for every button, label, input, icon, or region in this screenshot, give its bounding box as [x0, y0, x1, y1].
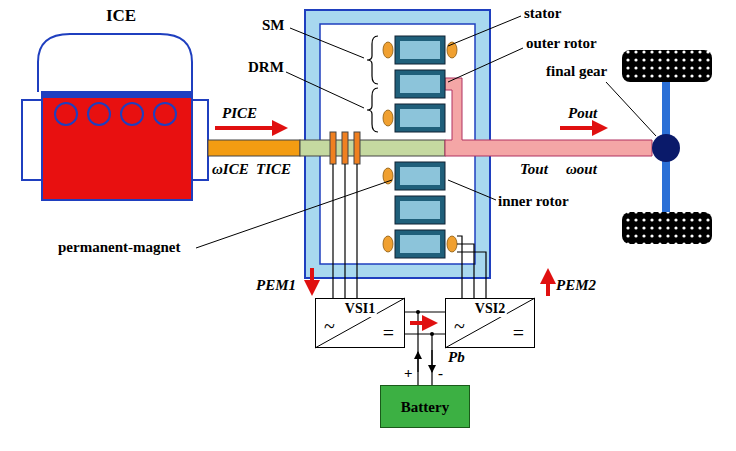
terminal-sign: -	[438, 364, 443, 382]
ac-symbol: ~	[454, 315, 465, 338]
part-label: stator	[524, 4, 562, 22]
speed-symbol: ωICE	[212, 160, 249, 178]
inverter-box: VSI2 ~ =	[445, 298, 535, 348]
part-label: final gear	[546, 62, 607, 80]
battery-box: Battery	[380, 385, 470, 428]
power-symbol: Pout	[568, 104, 597, 122]
power-symbol: PICE	[222, 104, 257, 122]
speed-symbol: ωout	[566, 160, 597, 178]
terminal-sign: +	[404, 364, 413, 382]
inverter-box: VSI1 ~ =	[315, 298, 405, 348]
inverter-label: VSI2	[473, 301, 507, 317]
dc-symbol: =	[383, 322, 394, 345]
dc-symbol: =	[513, 322, 524, 345]
ac-symbol: ~	[324, 315, 335, 338]
dc-link-wire	[405, 311, 445, 312]
battery-label: Battery	[401, 398, 449, 415]
inverter-label: VSI1	[343, 301, 377, 317]
node-title: ICE	[20, 6, 222, 26]
torque-symbol: TICE	[256, 160, 291, 178]
torque-symbol: Tout	[520, 160, 548, 178]
power-symbol: Pb	[448, 348, 465, 366]
machine-label: DRM	[248, 58, 284, 76]
power-symbol: PEM1	[256, 276, 296, 294]
engine-block: ICE	[20, 2, 222, 30]
power-symbol: PEM2	[556, 276, 596, 294]
machine-label: SM	[262, 16, 285, 34]
part-label: outer rotor	[526, 34, 597, 52]
part-label: inner rotor	[498, 192, 569, 210]
part-label: permanent-magnet	[58, 238, 180, 256]
